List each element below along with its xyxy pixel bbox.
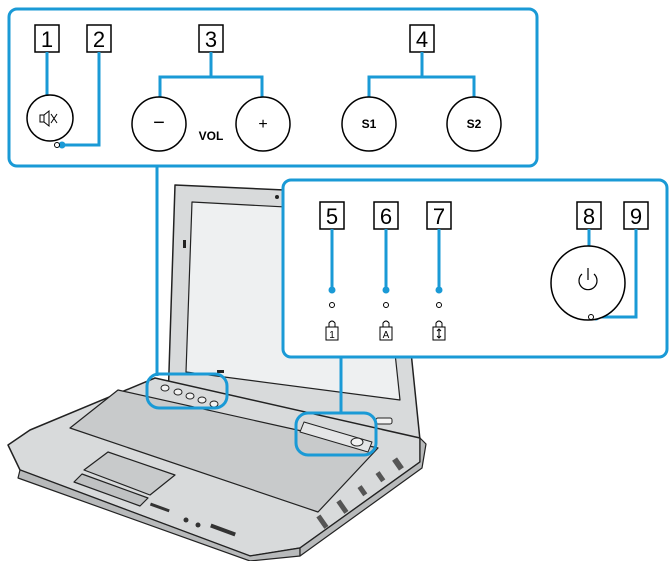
svg-text:A: A bbox=[383, 330, 390, 341]
mute-indicator-light bbox=[54, 142, 60, 148]
callout-box-6: 6 bbox=[373, 201, 399, 230]
touchpad bbox=[83, 451, 176, 496]
num-lock-icon: 1 bbox=[325, 320, 339, 341]
callout-box-3: 3 bbox=[198, 24, 224, 53]
callout-number: 7 bbox=[433, 204, 445, 229]
front-ports bbox=[149, 502, 236, 537]
callout-box-4: 4 bbox=[409, 24, 435, 53]
callout-number: 9 bbox=[630, 204, 642, 229]
scroll-lock-icon bbox=[432, 320, 446, 341]
callout-number: 2 bbox=[93, 27, 105, 52]
svg-text:1: 1 bbox=[329, 330, 335, 341]
power-button[interactable] bbox=[550, 245, 626, 321]
mute-icon bbox=[39, 109, 58, 128]
power-icon bbox=[578, 268, 598, 291]
right-cluster-highlight bbox=[294, 411, 378, 457]
volume-up-button[interactable]: + bbox=[235, 96, 291, 152]
callout-number: 4 bbox=[416, 27, 428, 52]
mute-button[interactable] bbox=[26, 94, 74, 142]
s1-label: S1 bbox=[362, 117, 377, 131]
callout-box-2: 2 bbox=[86, 24, 112, 53]
power-indicator-light bbox=[588, 314, 594, 320]
left-cluster-highlight bbox=[145, 372, 229, 410]
volume-down-button[interactable]: − bbox=[131, 96, 187, 152]
volume-up-symbol: + bbox=[258, 116, 267, 133]
volume-label: VOL bbox=[199, 129, 224, 143]
callout-box-9: 9 bbox=[623, 201, 649, 230]
caps-lock-indicator-light bbox=[383, 302, 389, 308]
s2-button[interactable]: S2 bbox=[446, 96, 502, 152]
deck-power-button bbox=[350, 437, 364, 447]
camera-icon bbox=[275, 195, 279, 199]
callout-box-8: 8 bbox=[576, 201, 602, 230]
hinge-mark bbox=[217, 370, 224, 373]
side-ports bbox=[316, 457, 404, 529]
hinge-left bbox=[183, 240, 186, 248]
callout-number: 8 bbox=[583, 204, 595, 229]
callout-number: 3 bbox=[205, 27, 217, 52]
caps-lock-icon: A bbox=[379, 320, 393, 341]
callout-box-5: 5 bbox=[319, 201, 345, 230]
deck-button-cluster bbox=[160, 384, 219, 408]
callout-box-7: 7 bbox=[426, 201, 452, 230]
s2-label: S2 bbox=[467, 117, 482, 131]
touchpad-buttons bbox=[73, 473, 149, 507]
num-lock-indicator-light bbox=[329, 302, 335, 308]
s1-button[interactable]: S1 bbox=[341, 96, 397, 152]
callout-number: 6 bbox=[380, 204, 392, 229]
leader-lines-top bbox=[45, 52, 476, 147]
scroll-lock-indicator-light bbox=[436, 302, 442, 308]
callout-number: 5 bbox=[326, 204, 338, 229]
callout-number: 1 bbox=[41, 27, 53, 52]
laptop-side-edge bbox=[299, 437, 427, 557]
deck-slot bbox=[375, 417, 393, 425]
keyboard bbox=[69, 389, 379, 513]
callout-box-1: 1 bbox=[34, 24, 60, 53]
volume-down-symbol: − bbox=[153, 112, 165, 134]
